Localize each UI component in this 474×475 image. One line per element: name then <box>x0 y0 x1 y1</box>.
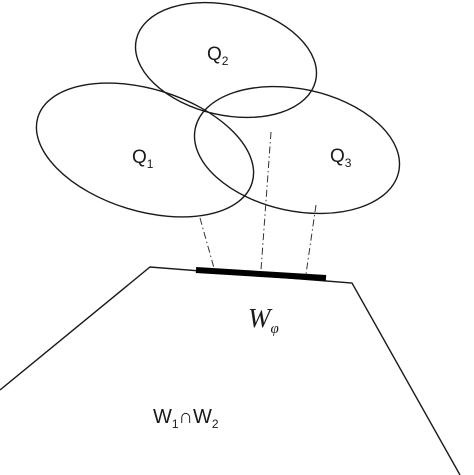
label-q1: Q1 <box>132 147 154 171</box>
ellipse-q3 <box>193 85 401 215</box>
region-outline <box>0 266 461 475</box>
connector-q3 <box>305 204 317 275</box>
label-intersection: W1∩W2 <box>153 406 219 431</box>
projection-segment <box>195 267 327 281</box>
label-w-phi: Wφ <box>248 303 279 337</box>
label-q2: Q2 <box>207 44 229 68</box>
connector-q2 <box>260 131 272 271</box>
ellipse-q1 <box>35 82 255 218</box>
ellipse-q2 <box>134 1 318 119</box>
connector-q1 <box>199 217 215 269</box>
label-q3: Q3 <box>330 146 352 170</box>
